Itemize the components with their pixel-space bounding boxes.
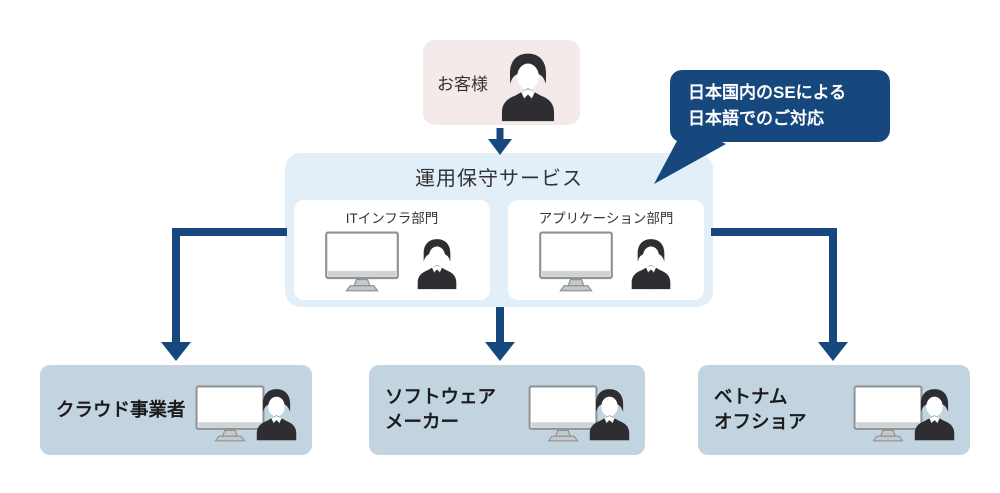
partner-cloud-provider-label: クラウド事業者 [56,398,186,423]
person-icon [586,386,633,442]
dept-application-label: アプリケーション部門 [538,211,674,226]
callout-line-1: 日本国内のSEによる [688,83,847,102]
callout-bubble: 日本国内のSEによる 日本語でのご対応 [670,70,890,142]
dept-application: アプリケーション部門 [508,200,704,300]
customer-label: お客様 [437,75,488,94]
partner-software-maker-icons [528,385,633,442]
dept-it-infra-icons [324,231,460,292]
arrowhead-service-to-software [485,342,515,361]
partner-vietnam-offshore: ベトナム オフショア [698,365,970,455]
monitor-icon [538,231,614,292]
dept-application-icons [538,231,674,292]
partner-label-line: オフショア [714,411,807,432]
partner-cloud-provider: クラウド事業者 [40,365,312,455]
person-icon [253,386,300,442]
service-box: 運用保守サービス ITインフラ部門 アプリケーション部門 [285,153,713,307]
arrow-service-to-cloud [172,228,287,344]
monitor-icon [324,231,400,292]
partner-software-maker-label: ソフトウェア メーカー [385,385,496,435]
partner-label-line: ベトナム [714,386,788,408]
arrow-service-to-offshore [711,228,837,344]
person-icon [628,235,674,292]
dept-it-infra-label: ITインフラ部門 [345,211,439,226]
person-icon [414,235,460,292]
arrowhead-service-to-offshore [818,342,848,361]
person-icon [497,48,559,125]
partner-vietnam-offshore-label: ベトナム オフショア [714,385,807,435]
dept-it-infra: ITインフラ部門 [294,200,490,300]
person-icon [911,386,958,442]
partner-vietnam-offshore-icons [853,385,958,442]
partner-label-line: ソフトウェア [385,386,497,408]
customer-box: お客様 [423,40,580,125]
partner-label-line: メーカー [385,411,460,432]
department-row: ITインフラ部門 アプリケーション部門 [294,200,704,300]
service-title: 運用保守サービス [415,168,583,190]
partner-cloud-provider-icons [195,385,300,442]
partner-label-line: クラウド事業者 [56,398,186,420]
callout-line-2: 日本語でのご対応 [688,109,824,128]
partner-software-maker: ソフトウェア メーカー [369,365,645,455]
arrowhead-service-to-cloud [161,342,191,361]
